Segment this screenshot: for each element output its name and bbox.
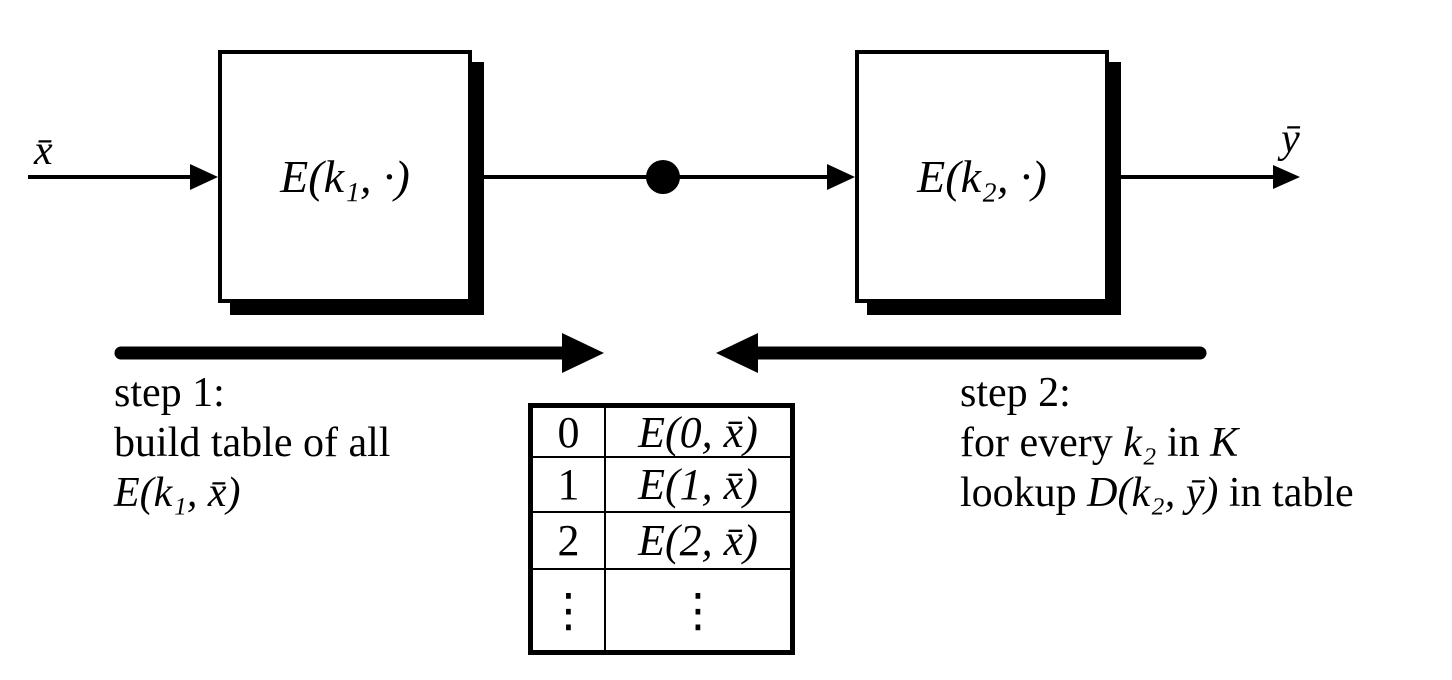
input-label: x̄ [34, 128, 53, 174]
step2-line-3-part: in table [1218, 470, 1354, 516]
step2-line-3-part: lookup [960, 470, 1088, 516]
step2-line-3-decrypt-expr: D(k₂, ȳ) [1087, 470, 1219, 516]
key-cell: 1 [533, 458, 606, 511]
junction-dot-icon [646, 160, 680, 194]
step2-line-2: for every k₂ in K [960, 418, 1354, 468]
step2-line-1: step 2: [960, 370, 1071, 416]
output-label: ȳ [1281, 116, 1300, 162]
step1-line-3: E(k₁, x̄) [114, 470, 241, 516]
table-row: 0 E(0, x̄) [533, 408, 790, 458]
value-cell: E(0, x̄) [638, 407, 758, 457]
key-cell-ellipsis: ⋮ [533, 570, 606, 650]
value-cell: E(2, x̄) [638, 516, 758, 565]
step2-line-3: lookup D(k₂, ȳ) in table [960, 468, 1354, 518]
step1-text: step 1: build table of all E(k₁, x̄) [114, 368, 390, 518]
step2-line-2-part: in [1156, 420, 1211, 466]
step1-line-2: build table of all [114, 420, 391, 466]
value-cell-ellipsis: ⋮ [675, 583, 721, 637]
output-arrowhead-icon [1273, 165, 1300, 189]
step2-arrowhead-icon [716, 333, 758, 373]
key-cell: 2 [533, 513, 606, 568]
encryption-box-2: E(k₂, ·) [855, 50, 1109, 303]
step2-line-2-part: for every [960, 420, 1124, 466]
encryption-box-1-label: E(k₁, ·) [280, 151, 410, 202]
step2-line-2-key-symbol: k₂ [1123, 420, 1157, 466]
table-row: 1 E(1, x̄) [533, 458, 790, 513]
step2-text: step 2: for every k₂ in K lookup D(k₂, ȳ… [960, 368, 1354, 518]
encryption-box-2-label: E(k₂, ·) [917, 151, 1047, 202]
lookup-table: 0 E(0, x̄) 1 E(1, x̄) 2 E(2, x̄) ⋮ ⋮ [528, 403, 795, 655]
value-cell: E(1, x̄) [638, 460, 758, 509]
step1-arrowhead-icon [562, 333, 604, 373]
table-row: ⋮ ⋮ [533, 570, 790, 650]
step1-line-1: step 1: [114, 370, 225, 416]
middle-arrowhead-icon [827, 164, 855, 190]
key-cell: 0 [533, 408, 606, 457]
input-arrowhead-icon [190, 164, 218, 190]
table-row: 2 E(2, x̄) [533, 513, 790, 570]
encryption-box-1: E(k₁, ·) [218, 50, 472, 303]
step2-line-2-keyspace-symbol: K [1210, 420, 1239, 466]
